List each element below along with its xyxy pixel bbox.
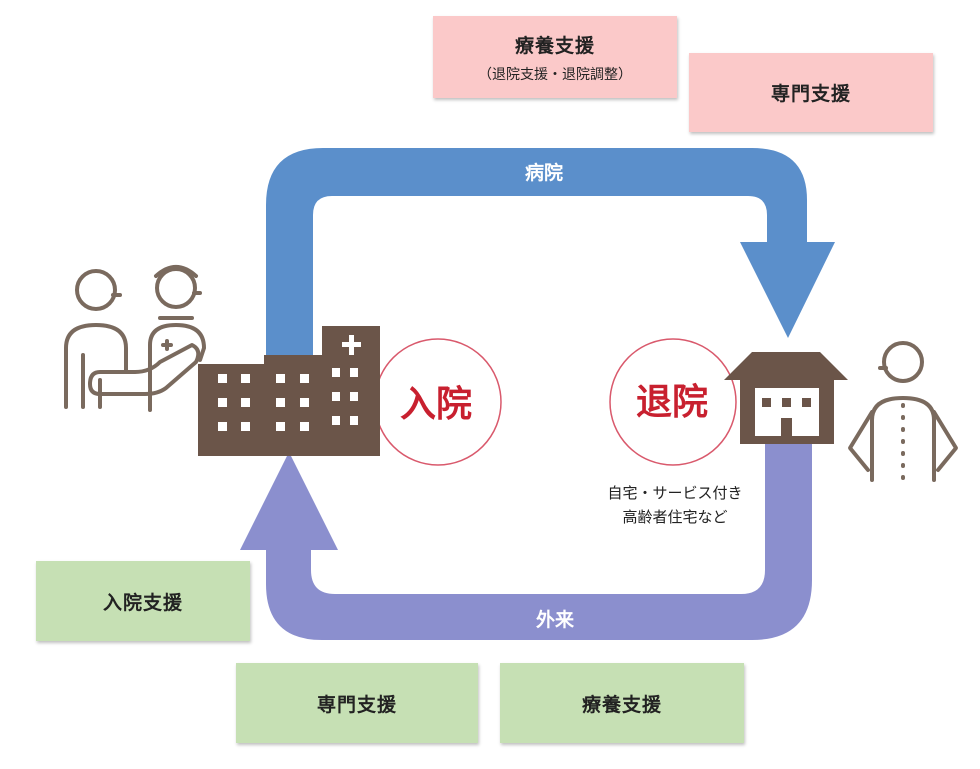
patient-person-icon	[64, 269, 128, 409]
top-senmon-support-box: 専門支援	[689, 53, 933, 132]
discharge-destination-note: 自宅・サービス付き 高齢者住宅など	[585, 481, 765, 529]
hospital-arrow-label: 病院	[525, 161, 563, 184]
hospital-building-icon	[198, 326, 380, 456]
bottom-nyuin-support-title: 入院支援	[102, 591, 183, 614]
nurse-person-icon	[88, 265, 206, 412]
top-senmon-support-title: 専門支援	[770, 83, 851, 105]
outpatient-arrow	[240, 440, 812, 640]
discharge-label: 退院	[636, 382, 708, 423]
discharge-circle	[609, 338, 737, 466]
outpatient-arrow-label: 外来	[536, 608, 574, 631]
destination-note-line1: 自宅・サービス付き	[607, 484, 743, 502]
house-icon	[724, 352, 848, 444]
admission-label: 入院	[400, 384, 472, 425]
top-ryoyo-support-title: 療養支援	[514, 34, 595, 57]
top-ryoyo-support-subtitle: （退院支援・退院調整）	[478, 66, 632, 83]
top-ryoyo-support-box: 療養支援 （退院支援・退院調整）	[433, 16, 677, 98]
standing-person-icon	[848, 341, 958, 482]
bottom-senmon-support-title: 専門支援	[316, 693, 397, 716]
bottom-senmon-support-box: 専門支援	[236, 663, 478, 743]
hospital-arrow	[266, 148, 835, 380]
bottom-ryoyo-support-title: 療養支援	[581, 693, 662, 716]
destination-note-line2: 高齢者住宅など	[622, 508, 728, 526]
bottom-nyuin-support-box: 入院支援	[36, 561, 250, 641]
bottom-ryoyo-support-box: 療養支援	[500, 663, 744, 743]
